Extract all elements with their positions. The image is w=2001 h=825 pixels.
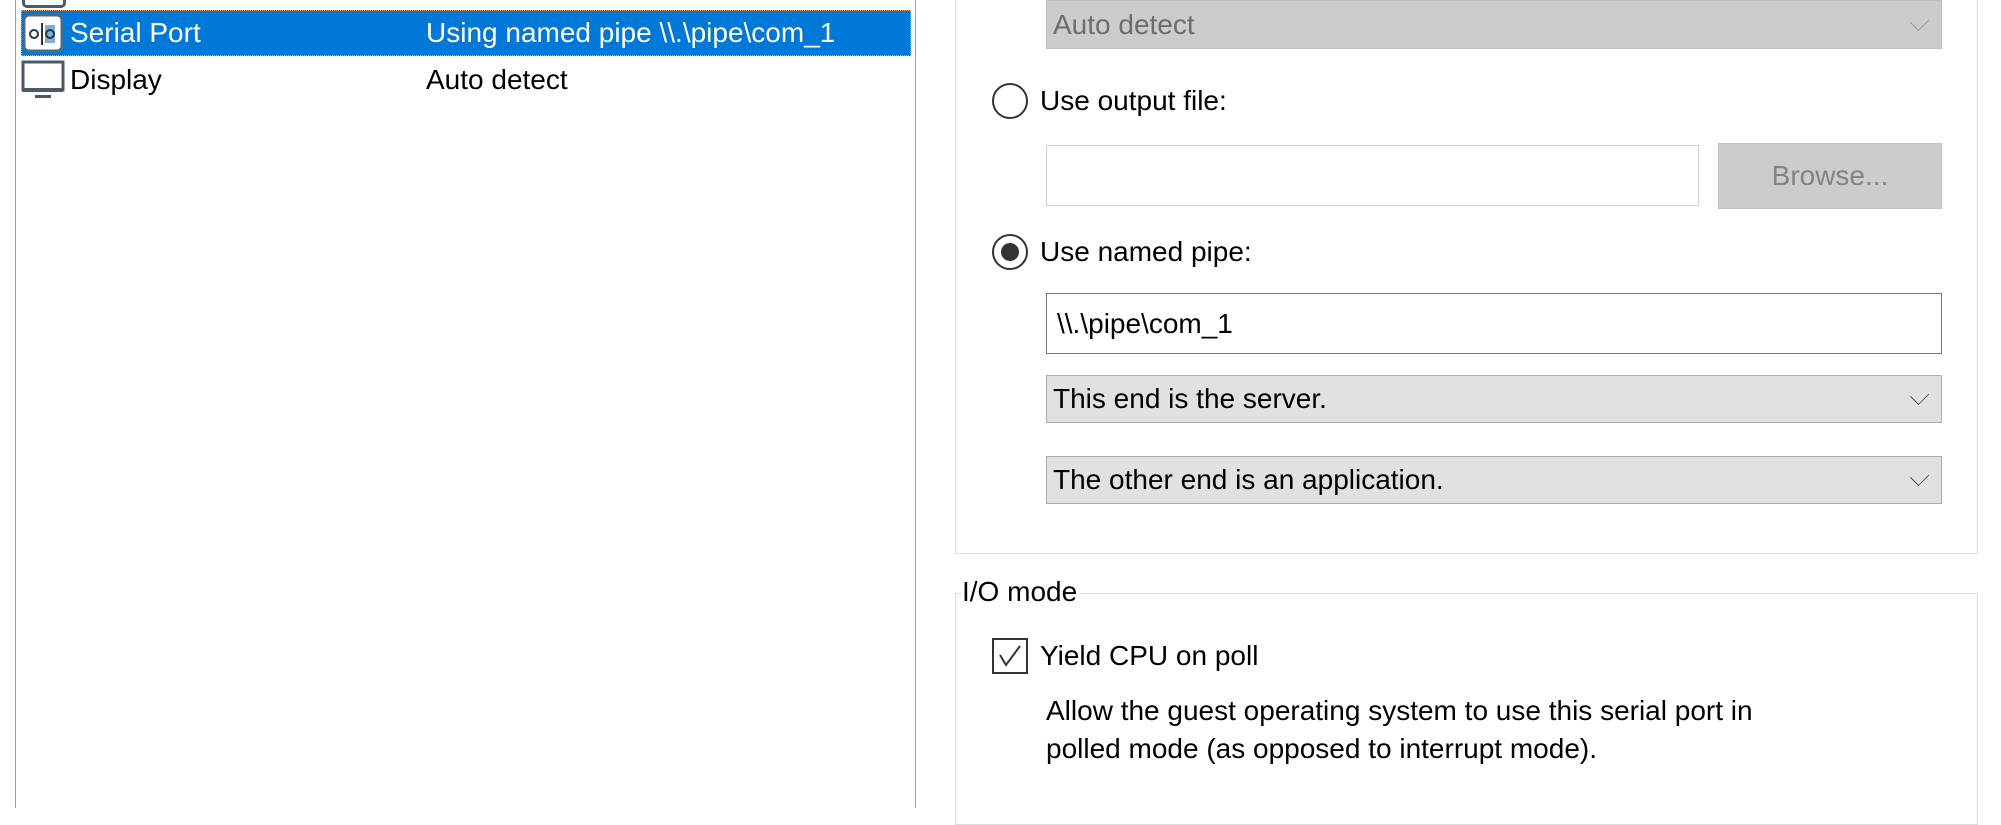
io-mode-description-line2: polled mode (as opposed to interrupt mod… xyxy=(1046,733,1597,764)
physical-port-select[interactable]: Auto detect xyxy=(1046,0,1942,49)
chevron-down-icon xyxy=(1909,385,1930,406)
connection-group xyxy=(955,0,1978,554)
output-file-radio[interactable] xyxy=(992,83,1028,119)
device-list[interactable]: Serial Port Using named pipe \\.\pipe\co… xyxy=(15,0,916,808)
device-name: Display xyxy=(70,64,162,95)
device-summary: Using named pipe \\.\pipe\com_1 xyxy=(426,17,836,48)
chevron-down-icon xyxy=(1909,11,1930,31)
device-summary: Auto detect xyxy=(426,64,568,95)
named-pipe-input[interactable]: \\.\pipe\com_1 xyxy=(1046,293,1942,354)
this-end-value: This end is the server. xyxy=(1053,383,1327,414)
output-file-input[interactable] xyxy=(1046,145,1699,206)
browse-label: Browse... xyxy=(1771,160,1889,191)
physical-port-value: Auto detect xyxy=(1053,8,1195,40)
monitor-icon xyxy=(21,60,65,98)
yield-cpu-checkbox[interactable] xyxy=(992,638,1028,674)
device-row-serial-port[interactable]: Serial Port Using named pipe \\.\pipe\co… xyxy=(21,10,911,56)
other-end-value: The other end is an application. xyxy=(1053,464,1444,495)
chevron-down-icon xyxy=(1909,466,1930,487)
io-mode-title: I/O mode xyxy=(962,576,1081,608)
device-name: Serial Port xyxy=(70,17,201,48)
browse-button[interactable]: Browse... xyxy=(1718,143,1942,209)
named-pipe-label: Use named pipe: xyxy=(1040,236,1252,267)
other-end-select[interactable]: The other end is an application. xyxy=(1046,456,1942,504)
radio-selected-dot xyxy=(1001,243,1019,261)
this-end-select[interactable]: This end is the server. xyxy=(1046,375,1942,423)
yield-cpu-label: Yield CPU on poll xyxy=(1040,640,1259,671)
device-row-display[interactable]: Display Auto detect xyxy=(21,57,911,103)
serial-port-icon xyxy=(22,13,64,53)
output-file-label: Use output file: xyxy=(1040,85,1227,116)
named-pipe-radio[interactable] xyxy=(992,234,1028,270)
partial-row-icon xyxy=(22,0,66,8)
io-mode-description-line1: Allow the guest operating system to use … xyxy=(1046,695,1753,726)
checkmark-icon xyxy=(999,645,1021,667)
